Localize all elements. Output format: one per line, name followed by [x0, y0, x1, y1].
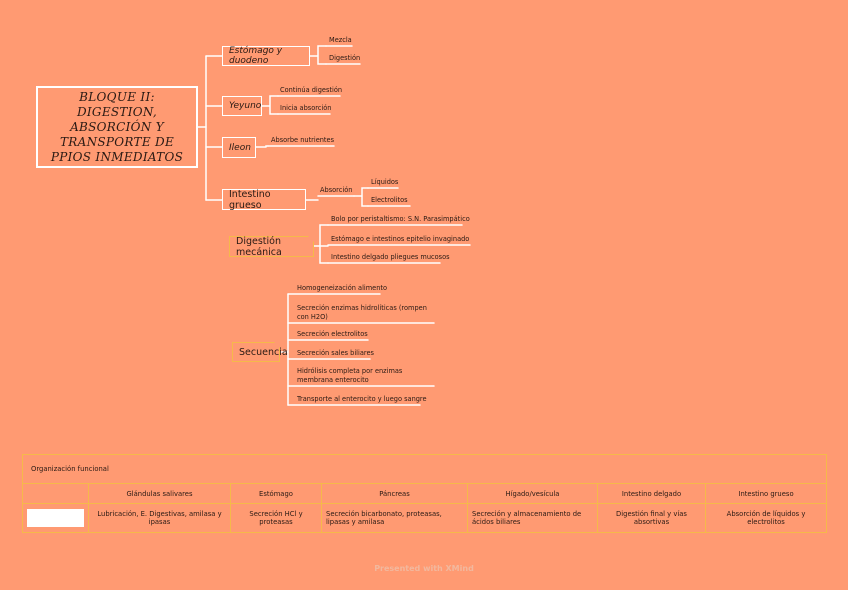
leaf-mezcla[interactable]: Mezcla [329, 36, 352, 44]
footer-watermark: Presented with XMind [374, 564, 474, 573]
header-cell: Intestino grueso [704, 483, 828, 504]
topic-label: Digestión mecánica [236, 235, 282, 258]
table-cell: Secreción y almacenamiento de ácidos bil… [467, 503, 598, 533]
branch-label: Estómago y duodeno [229, 46, 283, 66]
table-title: Organización funcional [21, 454, 828, 484]
leaf-continua-digestion[interactable]: Continúa digestión [280, 86, 343, 94]
header-cell: Estómago [230, 483, 322, 504]
leaf-electrolitos[interactable]: Electrolitos [371, 196, 408, 204]
leaf-digestion[interactable]: Digestión [329, 54, 361, 62]
table-cell: Absorción de líquidos y electrolitos [704, 503, 828, 533]
table-cell: Digestión final y vías absortivas [597, 503, 706, 533]
white-placeholder [27, 509, 84, 527]
branch-intestino-grueso[interactable]: Intestino grueso [222, 188, 306, 211]
fold-corner-icon [308, 236, 314, 242]
fold-corner-icon [274, 342, 280, 348]
organizacion-funcional-table: Organización funcional Glándulas salivar… [21, 454, 828, 533]
leaf-secrecion-electrolitos[interactable]: Secreción electrolitos [297, 330, 368, 338]
table-cell: Secreción HCl y proteasas [230, 503, 322, 533]
root-topic[interactable]: BLOQUE II: DIGESTION, ABSORCIÓN Y TRANSP… [36, 86, 198, 168]
leaf-epitelio-invaginado[interactable]: Estómago e intestinos epitelio invaginad… [331, 235, 470, 243]
branch-estomago-duodeno[interactable]: Estómago y duodeno [222, 46, 310, 66]
table-row: Lubricación, E. Digestivas, amilasa y ip… [22, 503, 828, 533]
branch-yeyuno[interactable]: Yeyuno [222, 96, 262, 116]
branch-ileon[interactable]: Ileon [222, 137, 256, 158]
branch-label: Intestino grueso [229, 188, 271, 211]
topic-secuencia[interactable]: Secuencia [232, 342, 288, 362]
leaf-hidrolisis-completa[interactable]: Hidrólisis completa por enzimas membrana… [297, 367, 403, 384]
leaf-absorbe-nutrientes[interactable]: Absorbe nutrientes [271, 136, 335, 144]
branch-label: Yeyuno [229, 101, 262, 111]
leaf-homogeneizacion[interactable]: Homogeneización alimento [297, 284, 388, 292]
leaf-liquidos[interactable]: Líquidos [371, 178, 399, 186]
header-cell: Glándulas salivares [88, 483, 231, 504]
leaf-inicia-absorcion[interactable]: Inicia absorción [280, 104, 332, 112]
header-cell: Intestino delgado [597, 483, 706, 504]
table-cell: Secreción bicarbonato, proteasas, lipasa… [321, 503, 468, 533]
table-header-row: Glándulas salivares Estómago Páncreas Hí… [22, 483, 828, 504]
topic-label: Secuencia [239, 346, 288, 358]
header-cell: Páncreas [321, 483, 468, 504]
header-cell [22, 483, 89, 504]
header-cell: Hígado/vesícula [467, 483, 598, 504]
row-label-cell [22, 503, 89, 533]
leaf-bolo-peristaltismo[interactable]: Bolo por peristaltismo: S.N. Parasimpáti… [331, 215, 470, 223]
root-title: BLOQUE II: DIGESTION, ABSORCIÓN Y TRANSP… [50, 89, 184, 164]
leaf-enzimas-hidroliticas[interactable]: Secreción enzimas hidrolíticas (rompen c… [297, 304, 427, 321]
table-cell: Lubricación, E. Digestivas, amilasa y ip… [88, 503, 231, 533]
branch-label: Ileon [229, 142, 251, 153]
leaf-transporte-enterocito[interactable]: Transporte al enterocito y luego sangre [297, 395, 427, 403]
leaf-sales-biliares[interactable]: Secreción sales biliares [297, 349, 374, 357]
leaf-absorcion[interactable]: Absorción [320, 186, 353, 194]
leaf-pliegues-mucosos[interactable]: Intestino delgado pliegues mucosos [331, 253, 450, 261]
topic-digestion-mecanica[interactable]: Digestión mecánica [229, 235, 314, 258]
